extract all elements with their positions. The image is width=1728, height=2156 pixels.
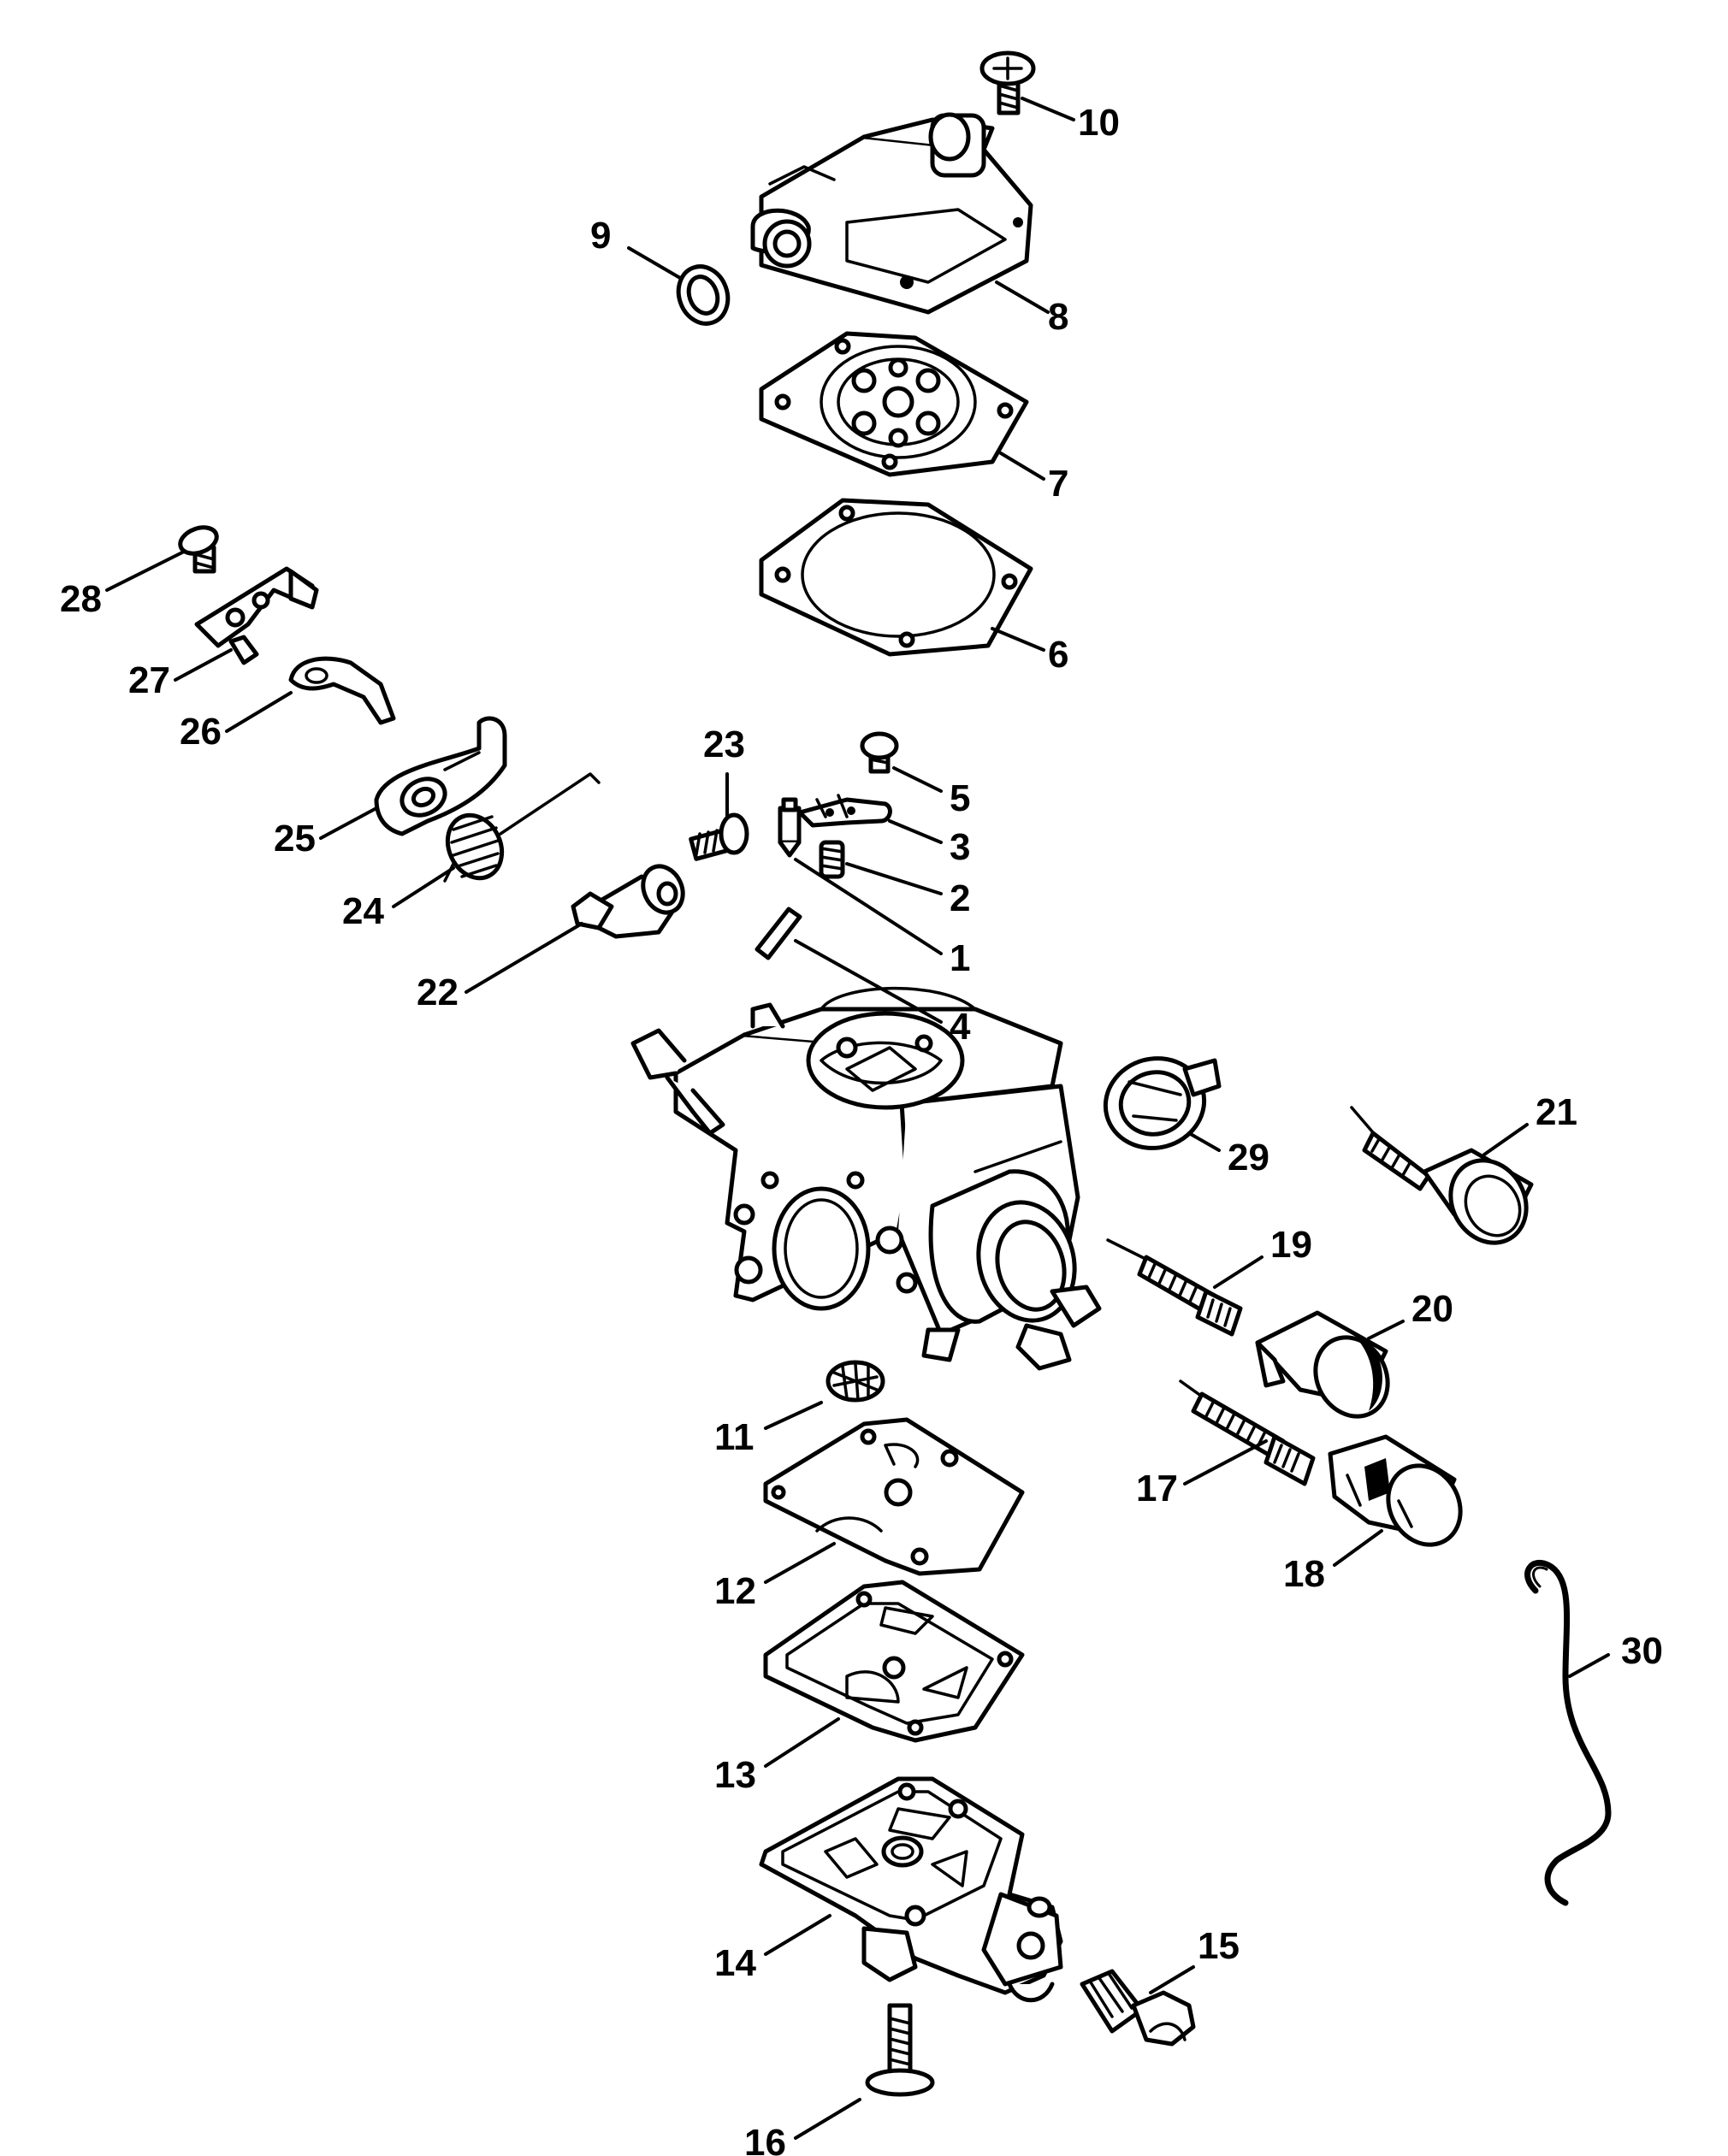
part-13-gasket: [763, 1580, 1025, 1743]
part-2-spring: [819, 840, 845, 879]
callout-labels: 10 9 8 7 6 28 27 26 25 24 23 22 5 3 2 1 …: [60, 102, 1663, 2156]
callout-27: 27: [128, 659, 170, 701]
part-4-pin: [755, 907, 802, 960]
callout-29: 29: [1228, 1137, 1269, 1178]
part-11-fuel-strainer: [826, 1360, 885, 1403]
part-17-low-speed-screw: [1179, 1379, 1316, 1486]
callout-8: 8: [1048, 296, 1068, 338]
callout-19: 19: [1270, 1224, 1312, 1266]
part-21-adjusting-screw: [1350, 1106, 1534, 1245]
part-23-screw: [689, 812, 749, 861]
callout-10: 10: [1078, 102, 1120, 144]
part-29-choke-cover: [1103, 1056, 1222, 1150]
callout-30: 30: [1621, 1630, 1663, 1672]
part-6-gasket: [759, 498, 1033, 657]
carburetor-body: [630, 986, 1102, 1371]
part-24-torsion-spring: [443, 772, 601, 883]
callout-13: 13: [714, 1754, 756, 1796]
callout-24: 24: [342, 890, 384, 932]
callout-21: 21: [1536, 1091, 1577, 1133]
callout-7: 7: [1048, 463, 1068, 505]
part-18-limiter-cap: [1328, 1434, 1463, 1547]
callout-22: 22: [417, 972, 459, 1013]
callout-23: 23: [703, 724, 745, 765]
part-3-inlet-lever: [797, 794, 892, 828]
callout-20: 20: [1411, 1288, 1453, 1330]
part-1-inlet-needle: [778, 797, 802, 858]
part-14-metering-cover: [759, 1776, 1063, 2003]
part-25-throttle-cam: [374, 716, 507, 836]
callout-4: 4: [950, 1006, 971, 1048]
part-12-metering-diaphragm: [763, 1417, 1025, 1576]
callout-6: 6: [1048, 634, 1068, 676]
callout-26: 26: [180, 711, 222, 753]
part-19-high-speed-screw: [1106, 1238, 1243, 1337]
part-16-screw: [865, 2003, 935, 2097]
part-10-screw: [979, 50, 1036, 115]
part-26-bent-lever: [288, 656, 396, 725]
part-5-screw: [860, 731, 899, 774]
part-15-fuel-fitting: [1080, 1969, 1196, 2047]
callout-25: 25: [274, 818, 316, 859]
callout-17: 17: [1136, 1468, 1178, 1509]
callout-3: 3: [950, 826, 970, 868]
part-9-o-ring: [676, 264, 731, 326]
callout-5: 5: [950, 777, 970, 819]
callout-16: 16: [744, 2122, 786, 2156]
callout-14: 14: [714, 1942, 756, 1984]
part-7-pump-diaphragm: [759, 331, 1029, 477]
callout-18: 18: [1283, 1553, 1325, 1595]
part-30-wire-link: [1524, 1559, 1612, 1906]
callout-28: 28: [60, 578, 102, 620]
part-22-shaft-arm: [571, 864, 685, 939]
callout-2: 2: [950, 877, 970, 919]
part-20-limiter-cap: [1255, 1310, 1390, 1419]
callout-15: 15: [1198, 1925, 1240, 1967]
part-8-pump-cover: [750, 112, 1033, 315]
callout-9: 9: [590, 215, 611, 257]
part-28-screw: [178, 525, 219, 574]
part-27-lever: [194, 566, 319, 665]
callout-11: 11: [714, 1416, 755, 1458]
leader-lines: [105, 97, 1610, 2140]
callout-12: 12: [714, 1570, 756, 1612]
callout-1: 1: [950, 937, 970, 979]
